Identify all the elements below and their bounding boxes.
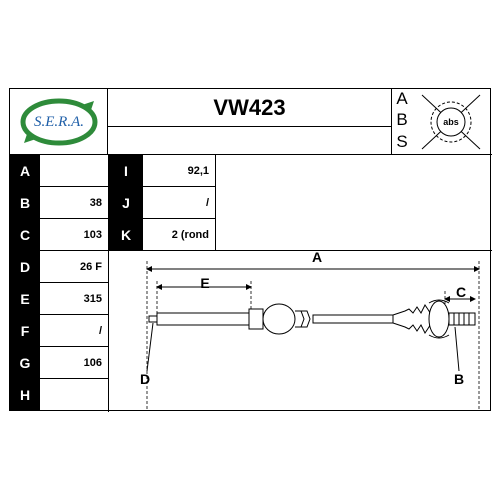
dimension-label-c: C [455, 284, 467, 300]
spec-value-d: 26 F [79, 260, 102, 273]
spec-value-c: 103 [83, 228, 102, 241]
spec-value-e: 315 [83, 292, 102, 305]
spec-label-j: J [109, 187, 143, 218]
abs-badge-text: abs [443, 117, 459, 127]
spec-label-i: I [109, 155, 143, 186]
dimension-label-e: E [200, 275, 210, 291]
spec-value-k: 2 (rond [171, 228, 209, 241]
spec-value-a [40, 155, 108, 186]
driveshaft-drawing [146, 261, 480, 411]
abs-divider [391, 89, 392, 154]
dimension-label-d: D [139, 371, 151, 387]
spec-label-h: H [10, 379, 40, 411]
spec-label-f: F [10, 315, 40, 346]
row-line-3 [10, 250, 108, 251]
row-line-4 [10, 282, 108, 283]
spec-col-divider-1 [108, 154, 109, 412]
spec-label-a: A [10, 155, 40, 186]
spec-label-c: C [10, 219, 40, 250]
logo-divider [107, 89, 108, 154]
spec-value-b: 38 [89, 196, 102, 209]
spec-value-f: / [98, 324, 102, 337]
sera-logo-graphic [20, 98, 98, 146]
row-line-5 [10, 314, 108, 315]
row-line-6 [10, 346, 108, 347]
abs-letter-b: B [396, 110, 408, 129]
spec-value-g: 106 [83, 356, 102, 369]
spec-label-e: E [10, 283, 40, 314]
diagram-top-border [108, 250, 492, 251]
header-divider [108, 126, 391, 127]
abs-letter-s: S [396, 132, 408, 151]
spec-label-g: G [10, 347, 40, 378]
dimension-label-a: A [311, 249, 323, 265]
spec-label-b: B [10, 187, 40, 218]
spec-col-divider-2 [215, 154, 216, 250]
spec-label-d: D [10, 251, 40, 282]
logo-text: S.E.R.A. [34, 113, 84, 130]
spec-sheet: S.E.R.A. VW423 A B S abs A B 38 C 103 D … [9, 88, 492, 412]
spec-value-j: / [205, 196, 209, 209]
header-bottom-border [10, 154, 492, 155]
part-code-title: VW423 [213, 94, 286, 120]
abs-crossed-icon: abs [414, 91, 488, 153]
driveshaft-diagram: A E C D B [109, 249, 491, 411]
row-line-2 [10, 218, 215, 219]
sera-logo: S.E.R.A. [18, 95, 100, 147]
dimension-label-b: B [453, 371, 465, 387]
row-line-7 [10, 378, 108, 379]
abs-letter-a: A [396, 89, 408, 108]
row-line-1 [10, 186, 215, 187]
spec-label-k: K [109, 219, 143, 250]
spec-value-i: 92,1 [187, 164, 209, 177]
spec-value-h [40, 379, 108, 411]
